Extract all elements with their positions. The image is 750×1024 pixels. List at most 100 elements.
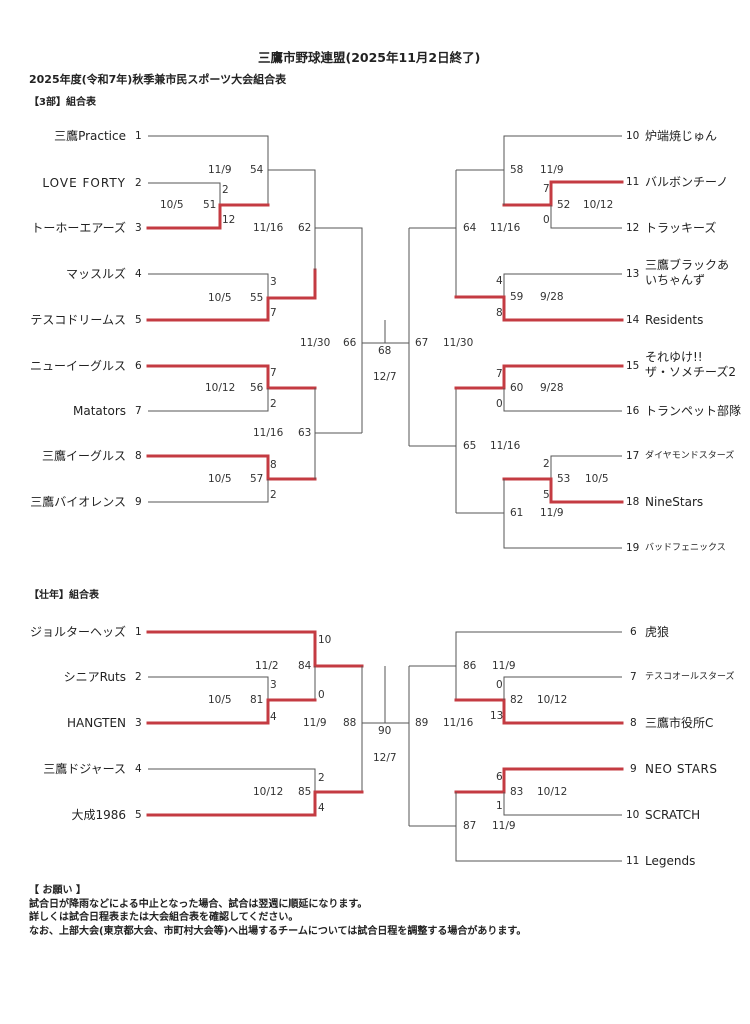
winner-line-team-15 (454, 364, 624, 390)
team-name: HANGTEN (67, 716, 126, 730)
team-number: 16 (626, 405, 640, 417)
match-date: 10/5 (208, 694, 232, 706)
final-match-date: 12/7 (373, 371, 397, 383)
team-number: 17 (626, 450, 640, 462)
line-team-10 (456, 135, 622, 171)
match-score: 0 (496, 679, 503, 691)
match-score: 3 (270, 276, 277, 288)
notice-block: 【 お願い 】 試合日が降雨などによる中止となった場合、試合は翌週に順延になりま… (29, 884, 526, 938)
match-score: 5 (543, 489, 550, 501)
team-number: 13 (626, 268, 640, 280)
team-number: 9 (630, 763, 637, 775)
team-name: 炉端焼じゅん (645, 129, 718, 143)
team-number: 4 (135, 268, 142, 280)
match-date: 11/9 (303, 717, 327, 729)
line-team-1 (148, 135, 269, 205)
winner-line-team-11 (502, 180, 624, 207)
match-date: 11/16 (253, 222, 284, 234)
winner-line-team-5 (146, 268, 317, 322)
winner-line-team-3 (146, 203, 270, 230)
team-name: 三鷹Practice (54, 129, 126, 143)
team-number: 5 (135, 809, 142, 821)
winner-line-team-14 (454, 295, 624, 322)
match-number: 67 (415, 337, 429, 349)
final-match-date: 12/7 (373, 752, 397, 764)
line-team-7 (148, 388, 269, 412)
match-date: 11/30 (300, 337, 331, 349)
match-number: 51 (203, 199, 217, 211)
match-score: 2 (270, 398, 277, 410)
line-m54 (268, 169, 316, 228)
match-score: 7 (270, 367, 277, 379)
match-date: 10/12 (205, 382, 236, 394)
team-number: 18 (626, 496, 640, 508)
line-team-9 (148, 479, 269, 503)
match-score: 0 (543, 214, 550, 226)
team-name: トーホーエアーズ (31, 221, 126, 235)
team-number: 3 (135, 222, 142, 234)
winner-line-team-18 (502, 477, 624, 504)
winner-line-team-6 (146, 364, 317, 390)
section-heading-3bu: 【3部】組合表 (29, 97, 96, 108)
team-name: LOVE FORTY (42, 176, 126, 190)
match-number: 84 (298, 660, 312, 672)
team-number: 7 (135, 405, 142, 417)
match-date: 10/12 (537, 694, 568, 706)
match-number: 62 (298, 222, 312, 234)
team-name: Matators (73, 404, 126, 418)
notice-heading: 【 お願い 】 (29, 885, 86, 896)
line-sonen-team-7 (503, 676, 622, 700)
team-number: 7 (630, 671, 637, 683)
team-number: 6 (630, 626, 637, 638)
match-score: 4 (270, 711, 277, 723)
match-date: 10/5 (160, 199, 184, 211)
team-name: 三鷹ドジャース (43, 762, 126, 776)
team-name: テスコドリームス (30, 313, 126, 327)
line-team-19 (503, 479, 622, 549)
team-number: 1 (135, 626, 142, 638)
line-team-16 (503, 388, 622, 412)
winner-line-sonen-team-1 (146, 630, 364, 668)
line-team-2 (148, 182, 221, 205)
winner-line-sonen-team-5 (146, 790, 364, 817)
match-score: 2 (270, 489, 277, 501)
match-score: 0 (318, 689, 325, 701)
team-name: トラッキーズ (645, 221, 717, 235)
match-date: 10/5 (208, 292, 232, 304)
match-number: 58 (510, 164, 524, 176)
line-m64-top (409, 227, 457, 297)
match-score: 2 (318, 772, 325, 784)
match-date: 11/2 (255, 660, 279, 672)
match-number: 60 (510, 382, 524, 394)
match-date: 11/9 (540, 164, 564, 176)
team-name-line1: それゆけ!! (645, 350, 703, 364)
match-number: 54 (250, 164, 264, 176)
line-m62 (315, 227, 363, 433)
match-number: 83 (510, 786, 524, 798)
match-date: 11/9 (492, 820, 516, 832)
team-name: バッドフェニックス (645, 543, 726, 553)
match-score: 8 (270, 459, 277, 471)
team-name: 三鷹バイオレンス (30, 495, 126, 509)
team-name: 三鷹市役所C (645, 716, 714, 730)
team-name-line2: いちゃんず (645, 273, 706, 287)
team-name: Legends (645, 854, 696, 868)
match-score: 7 (543, 183, 550, 195)
team-name-line2: ザ・ソメチーズ2 (645, 365, 737, 379)
line-sonen-team-6 (409, 631, 622, 667)
match-number: 64 (463, 222, 477, 234)
match-number: 59 (510, 291, 524, 303)
match-number: 89 (415, 717, 429, 729)
team-number: 9 (135, 496, 142, 508)
team-name: シニアRuts (63, 670, 126, 684)
match-date: 11/16 (443, 717, 474, 729)
notice-line: なお、上部大会(東京都大会、市町村大会等)へ出場するチームについては試合日程を調… (29, 925, 527, 937)
line-sonen-team-11 (455, 792, 622, 862)
line-team-12 (550, 205, 622, 229)
match-date: 11/30 (443, 337, 474, 349)
match-date: 10/12 (253, 786, 284, 798)
team-number: 10 (626, 130, 640, 142)
match-date: 11/16 (490, 440, 521, 452)
team-name: ジョルターヘッズ (29, 625, 126, 639)
